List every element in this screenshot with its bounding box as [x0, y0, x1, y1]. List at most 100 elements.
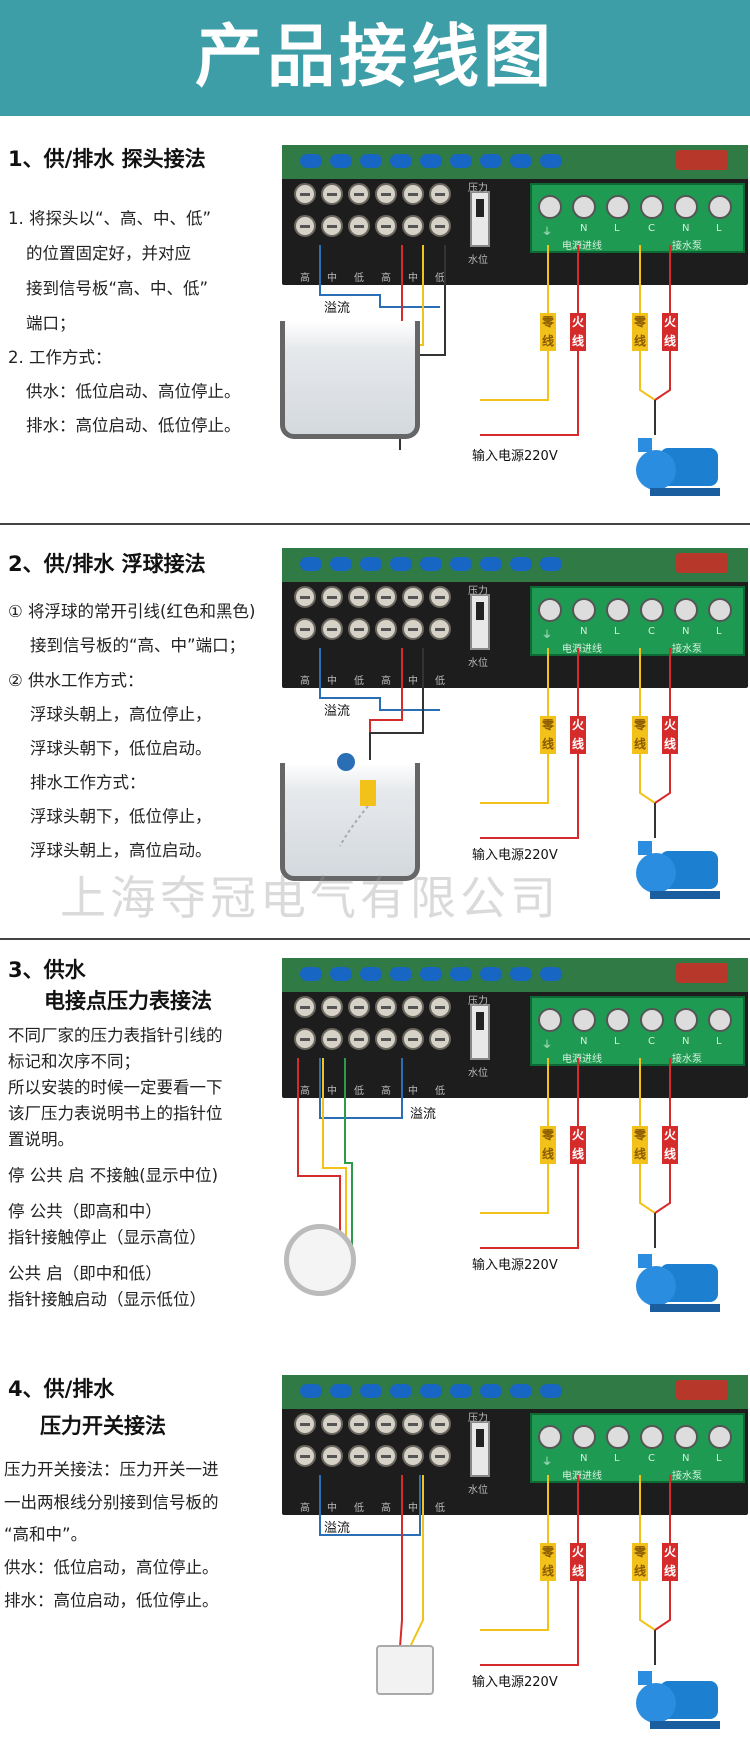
section-1-line-4: 端口；	[26, 314, 76, 333]
power-screw-terminal[interactable]	[572, 1008, 596, 1032]
screw-terminal[interactable]	[348, 1028, 370, 1050]
screw-terminal[interactable]	[294, 586, 316, 608]
power-screw-terminal[interactable]	[538, 598, 562, 622]
power-in-label: 电源进线	[562, 1054, 602, 1065]
terminal-label: 低	[435, 1503, 445, 1514]
screw-terminal[interactable]	[429, 618, 451, 640]
section-2-line-2: 接到信号板的“高、中”端口；	[30, 636, 246, 655]
power-screw-terminal[interactable]	[674, 598, 698, 622]
screw-terminal[interactable]	[402, 586, 424, 608]
power-screw-terminal[interactable]	[640, 1008, 664, 1032]
screw-terminal[interactable]	[375, 996, 397, 1018]
power-terminal-label: N	[682, 1036, 690, 1047]
screw-terminal[interactable]	[294, 215, 316, 237]
power-screw-terminal[interactable]	[640, 598, 664, 622]
screw-terminal[interactable]	[348, 586, 370, 608]
capacitor-icon	[450, 557, 472, 571]
screw-terminal[interactable]	[375, 1413, 397, 1435]
power-screw-terminal[interactable]	[674, 1425, 698, 1449]
screw-terminal[interactable]	[348, 996, 370, 1018]
power-screw-terminal[interactable]	[606, 1425, 630, 1449]
power-screw-terminal[interactable]	[640, 195, 664, 219]
screw-terminal[interactable]	[375, 618, 397, 640]
screw-terminal[interactable]	[321, 215, 343, 237]
resistor-component	[676, 553, 728, 573]
power-screw-terminal[interactable]	[538, 1425, 562, 1449]
power-screw-terminal[interactable]	[572, 1425, 596, 1449]
power-screw-terminal[interactable]	[674, 195, 698, 219]
screw-terminal[interactable]	[348, 618, 370, 640]
terminal-label: 低	[435, 676, 445, 687]
mode-selector-switch[interactable]	[470, 1004, 490, 1060]
section-2-line-5: 浮球头朝下，低位启动。	[30, 739, 212, 758]
screw-terminal[interactable]	[375, 1445, 397, 1467]
screw-terminal[interactable]	[402, 618, 424, 640]
section-3-line-7: 停 公共（即高和中）	[8, 1202, 162, 1221]
power-screw-terminal[interactable]	[606, 598, 630, 622]
power-screw-terminal[interactable]	[572, 598, 596, 622]
power-screw-terminal[interactable]	[674, 1008, 698, 1032]
screw-terminal[interactable]	[321, 183, 343, 205]
screw-terminal[interactable]	[294, 1413, 316, 1435]
power-screw-terminal[interactable]	[606, 1008, 630, 1032]
screw-terminal[interactable]	[402, 1028, 424, 1050]
screw-terminal[interactable]	[429, 586, 451, 608]
screw-terminal[interactable]	[294, 1028, 316, 1050]
switch-label-pressure: 压力	[468, 1413, 488, 1424]
section-3-line-1: 不同厂家的压力表指针引线的	[8, 1026, 223, 1045]
power-input-label: 输入电源220V	[472, 1258, 558, 1273]
screw-terminal[interactable]	[375, 586, 397, 608]
power-screw-terminal[interactable]	[640, 1425, 664, 1449]
power-screw-terminal[interactable]	[708, 195, 732, 219]
terminal-label: 中	[327, 1086, 337, 1097]
power-screw-terminal[interactable]	[708, 1008, 732, 1032]
section-3-line-10: 指针接触启动（显示低位）	[8, 1290, 206, 1309]
screw-terminal[interactable]	[294, 183, 316, 205]
capacitor-icon	[300, 1384, 322, 1398]
power-screw-terminal[interactable]	[708, 598, 732, 622]
screw-terminal[interactable]	[348, 1413, 370, 1435]
terminal-label: 中	[327, 676, 337, 687]
screw-terminal[interactable]	[429, 1445, 451, 1467]
power-screw-terminal[interactable]	[572, 195, 596, 219]
screw-terminal[interactable]	[429, 215, 451, 237]
mode-selector-switch[interactable]	[470, 594, 490, 650]
screw-terminal[interactable]	[402, 215, 424, 237]
screw-terminal[interactable]	[348, 183, 370, 205]
resistor-component	[676, 963, 728, 983]
screw-terminal[interactable]	[375, 1028, 397, 1050]
screw-terminal[interactable]	[429, 1413, 451, 1435]
power-screw-terminal[interactable]	[538, 1008, 562, 1032]
mode-selector-switch[interactable]	[470, 191, 490, 247]
screw-terminal[interactable]	[321, 586, 343, 608]
screw-terminal[interactable]	[294, 996, 316, 1018]
screw-terminal[interactable]	[294, 618, 316, 640]
screw-terminal[interactable]	[429, 1028, 451, 1050]
section-2-title: 2、供/排水 浮球接法	[8, 552, 206, 576]
screw-terminal[interactable]	[321, 1028, 343, 1050]
screw-terminal[interactable]	[321, 1413, 343, 1435]
screw-terminal[interactable]	[294, 1445, 316, 1467]
screw-terminal[interactable]	[348, 215, 370, 237]
screw-terminal[interactable]	[321, 996, 343, 1018]
power-screw-terminal[interactable]	[538, 195, 562, 219]
screw-terminal[interactable]	[321, 1445, 343, 1467]
power-terminal-label: L	[614, 626, 620, 637]
screw-terminal[interactable]	[429, 996, 451, 1018]
screw-terminal[interactable]	[402, 1445, 424, 1467]
power-screw-terminal[interactable]	[708, 1425, 732, 1449]
live-tag-in: 火线	[570, 313, 586, 351]
screw-terminal[interactable]	[375, 215, 397, 237]
screw-terminal[interactable]	[402, 183, 424, 205]
water-tank	[280, 321, 420, 439]
screw-terminal[interactable]	[402, 1413, 424, 1435]
mode-selector-switch[interactable]	[470, 1421, 490, 1477]
screw-terminal[interactable]	[375, 183, 397, 205]
screw-terminal[interactable]	[402, 996, 424, 1018]
power-screw-terminal[interactable]	[606, 195, 630, 219]
screw-terminal[interactable]	[429, 183, 451, 205]
screw-terminal[interactable]	[348, 1445, 370, 1467]
screw-terminal[interactable]	[321, 618, 343, 640]
